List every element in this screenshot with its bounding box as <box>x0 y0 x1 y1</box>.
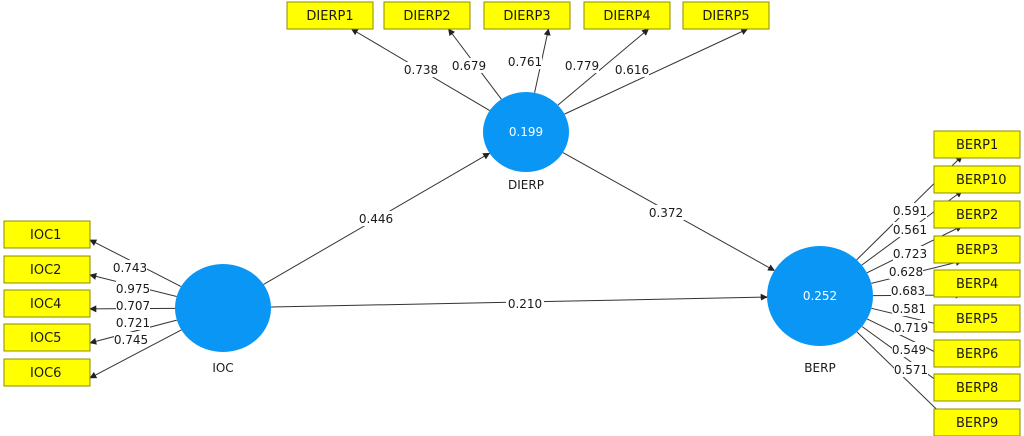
indicator-label: BERP3 <box>956 243 998 258</box>
loading-berp1: 0.591 <box>893 203 927 218</box>
svg-text:0.372: 0.372 <box>649 206 683 220</box>
loading-dierp2: 0.679 <box>452 58 486 73</box>
indicator-ioc2[interactable]: IOC2 <box>3 255 91 284</box>
svg-text:0.581: 0.581 <box>892 302 926 316</box>
loading-dierp5: 0.616 <box>615 62 649 77</box>
loading-berp2: 0.723 <box>893 246 927 261</box>
indicator-berp1[interactable]: BERP1 <box>933 130 1021 159</box>
indicator-dierp2[interactable]: DIERP2 <box>383 1 471 30</box>
indicator-dierp5[interactable]: DIERP5 <box>682 1 770 30</box>
indicator-label: DIERP1 <box>306 9 353 24</box>
loading-ioc5: 0.721 <box>116 315 150 330</box>
indicator-berp5[interactable]: BERP5 <box>933 304 1021 333</box>
svg-text:0.975: 0.975 <box>116 282 150 296</box>
svg-text:0.616: 0.616 <box>615 63 649 77</box>
svg-text:0.723: 0.723 <box>893 247 927 261</box>
indicator-label: BERP6 <box>956 347 998 362</box>
svg-text:0.561: 0.561 <box>893 223 927 237</box>
indicator-dierp3[interactable]: DIERP3 <box>483 1 571 30</box>
indicator-ioc1[interactable]: IOC1 <box>3 220 91 249</box>
svg-text:0.738: 0.738 <box>404 63 438 77</box>
svg-text:0.743: 0.743 <box>113 261 147 275</box>
latent-label-dierp: DIERP <box>508 178 544 192</box>
path-coefficient-dierp-to-berp: 0.372 <box>647 205 685 220</box>
indicator-label: BERP10 <box>956 173 1007 188</box>
indicator-berp6[interactable]: BERP6 <box>933 339 1021 368</box>
indicator-label: IOC6 <box>30 366 61 381</box>
indicator-label: DIERP5 <box>702 9 749 24</box>
indicator-berp4[interactable]: BERP4 <box>933 269 1021 298</box>
latent-ioc[interactable] <box>175 264 271 352</box>
loading-berp6: 0.719 <box>894 320 928 335</box>
indicator-label: BERP8 <box>956 381 998 396</box>
loading-ioc1: 0.743 <box>113 260 147 275</box>
path-coefficient-ioc-to-berp: 0.210 <box>506 296 544 311</box>
svg-text:0.683: 0.683 <box>891 284 925 298</box>
indicator-berp9[interactable]: BERP9 <box>933 408 1021 436</box>
indicator-label: BERP1 <box>956 138 998 153</box>
indicator-label: BERP9 <box>956 416 998 431</box>
loading-berp3: 0.628 <box>889 264 923 279</box>
svg-text:0.745: 0.745 <box>114 333 148 347</box>
loading-berp4: 0.683 <box>891 283 925 298</box>
nodes-layer: DIERP1 DIERP2 DIERP3 DIERP4 DIERP5IOC1IOC2IO… <box>3 1 1021 436</box>
indicator-dierp1[interactable]: DIERP1 <box>286 1 374 30</box>
latent-berp[interactable]: 0.252 <box>767 246 873 346</box>
indicator-label: DIERP2 <box>403 9 450 24</box>
loading-berp5: 0.581 <box>892 301 926 316</box>
loading-ioc6: 0.745 <box>114 332 148 347</box>
indicator-label: BERP5 <box>956 312 998 327</box>
latent-label-ioc: IOC <box>212 361 233 375</box>
indicator-label: IOC4 <box>30 297 61 312</box>
svg-text:0.679: 0.679 <box>452 59 486 73</box>
svg-text:0.446: 0.446 <box>359 212 393 226</box>
path-coefficient-ioc-to-dierp: 0.446 <box>357 211 395 226</box>
svg-text:0.779: 0.779 <box>565 59 599 73</box>
loading-berp8: 0.549 <box>892 342 926 357</box>
indicator-ioc4[interactable]: IOC4 <box>3 289 91 318</box>
latent-label-berp: BERP <box>804 361 835 375</box>
svg-text:0.719: 0.719 <box>894 321 928 335</box>
indicator-dierp4[interactable]: DIERP4 <box>583 1 671 30</box>
latent-dierp[interactable]: 0.199 <box>483 92 569 172</box>
indicator-ioc6[interactable]: IOC6 <box>3 358 91 387</box>
svg-text:0.549: 0.549 <box>892 343 926 357</box>
loading-dierp1: 0.738 <box>404 62 438 77</box>
r-squared-berp: 0.252 <box>803 289 837 303</box>
indicator-label: IOC2 <box>30 263 61 278</box>
indicator-label: IOC5 <box>30 331 61 346</box>
indicator-label: BERP2 <box>956 208 998 223</box>
indicator-label: BERP4 <box>956 277 998 292</box>
svg-text:0.721: 0.721 <box>116 316 150 330</box>
indicator-berp8[interactable]: BERP8 <box>933 373 1021 402</box>
indicator-berp2[interactable]: BERP2 <box>933 200 1021 229</box>
indicator-ioc5[interactable]: IOC5 <box>3 323 91 352</box>
svg-text:0.761: 0.761 <box>508 55 542 69</box>
svg-text:0.571: 0.571 <box>894 363 928 377</box>
svg-text:0.628: 0.628 <box>889 265 923 279</box>
indicator-berp3[interactable]: BERP3 <box>933 235 1021 264</box>
r-squared-dierp: 0.199 <box>509 125 543 139</box>
loading-arrow-ioc5 <box>89 319 177 345</box>
loading-ioc2: 0.975 <box>116 281 150 296</box>
weights-layer: 0.446 0.372 0.210 0.738 0.679 0.761 0.779 0.616… <box>113 54 928 377</box>
svg-text:0.707: 0.707 <box>116 299 150 313</box>
loading-arrow-ioc6 <box>89 329 182 379</box>
loading-berp10: 0.561 <box>893 222 927 237</box>
loading-dierp4: 0.779 <box>565 58 599 73</box>
indicator-label: IOC1 <box>30 228 61 243</box>
loading-arrow-dierp5 <box>564 28 749 115</box>
indicator-label: DIERP4 <box>603 9 650 24</box>
loading-ioc4: 0.707 <box>116 298 150 313</box>
svg-text:0.210: 0.210 <box>508 297 542 311</box>
indicator-label: DIERP3 <box>503 9 550 24</box>
indicator-berp10[interactable]: BERP10 <box>933 165 1021 194</box>
svg-text:0.591: 0.591 <box>893 204 927 218</box>
loading-dierp3: 0.761 <box>508 54 542 69</box>
loading-arrow-dierp4 <box>557 28 650 106</box>
loading-berp9: 0.571 <box>894 362 928 377</box>
